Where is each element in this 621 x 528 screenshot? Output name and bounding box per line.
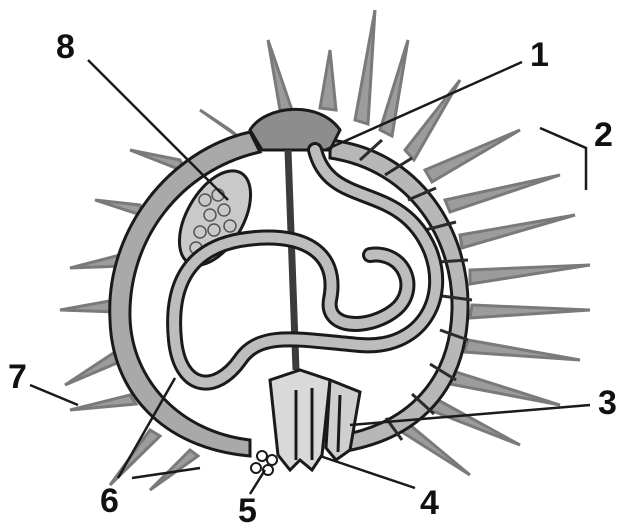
spine [460,215,575,248]
aristotles-lantern [270,370,360,470]
label-5: 5 [238,494,257,528]
spine [445,175,560,212]
spine [470,305,590,318]
spine [355,10,375,124]
label-7: 7 [8,360,27,394]
spine [70,395,136,410]
spine [200,110,240,138]
label-8: 8 [56,30,75,64]
leader-8 [88,60,228,200]
label-1: 1 [530,38,549,72]
aboral-plate [250,109,340,150]
spine [425,130,520,182]
label-6: 6 [100,484,119,518]
spine [405,80,460,160]
label-4: 4 [420,486,439,520]
spine [320,50,336,110]
label-3: 3 [598,386,617,420]
spine [430,400,520,445]
spine [464,340,580,360]
spine [380,40,408,136]
spine [268,40,292,110]
leader-7 [30,385,78,405]
spine [470,265,590,284]
spine [450,372,560,405]
leader-4 [320,456,415,488]
label-2: 2 [594,118,613,152]
spine [402,425,470,475]
